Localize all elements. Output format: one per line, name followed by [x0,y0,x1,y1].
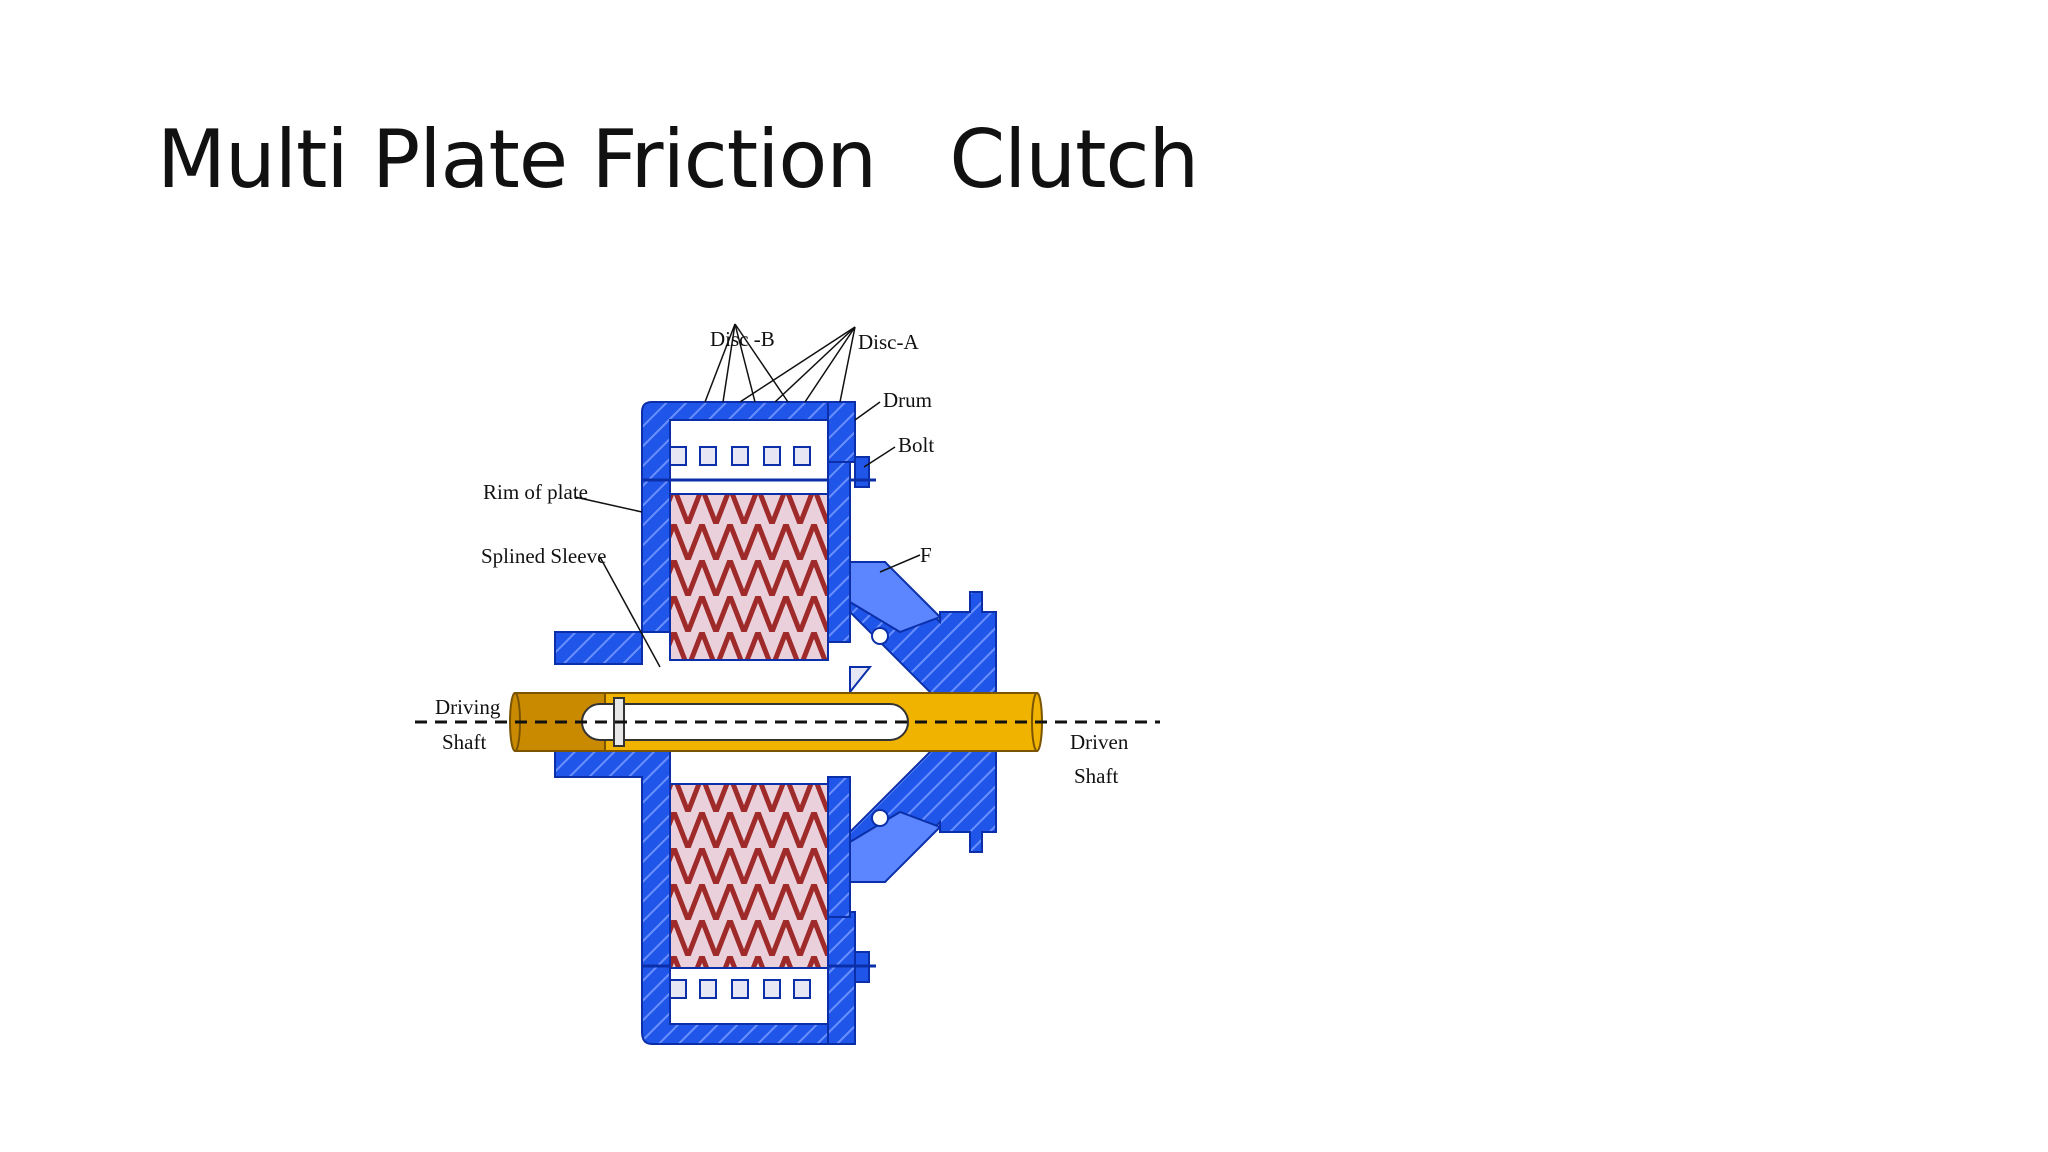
plates-lower [669,783,829,969]
leader-lines [574,323,921,668]
label-bolt: Bolt [898,433,934,457]
label-f: F [920,543,932,567]
sliding-sleeve [849,561,997,883]
label-driving: Driving [435,695,501,719]
bolt-head-upper [854,456,870,488]
shaft [415,692,1160,752]
plates-upper [669,493,829,661]
label-disc-b: Disc -B [710,327,775,351]
slide-title: Multi Plate Friction Clutch [157,113,1199,206]
label-disc-a: Disc-A [858,330,919,354]
label-rim-of-plate: Rim of plate [483,480,588,504]
label-driven: Driven [1070,730,1129,754]
drum-lower [554,743,876,1045]
label-driving-shaft: Shaft [442,730,486,754]
label-driven-shaft: Shaft [1074,764,1118,788]
drum-upper [554,401,876,665]
label-drum: Drum [883,388,932,412]
clutch-diagram: Disc -B Disc-A Drum Bolt Rim of plate Sp… [380,272,1180,1062]
clutch-diagram-svg: Disc -B Disc-A Drum Bolt Rim of plate Sp… [415,323,1160,1045]
label-splined-sleeve: Splined Sleeve [481,544,606,568]
